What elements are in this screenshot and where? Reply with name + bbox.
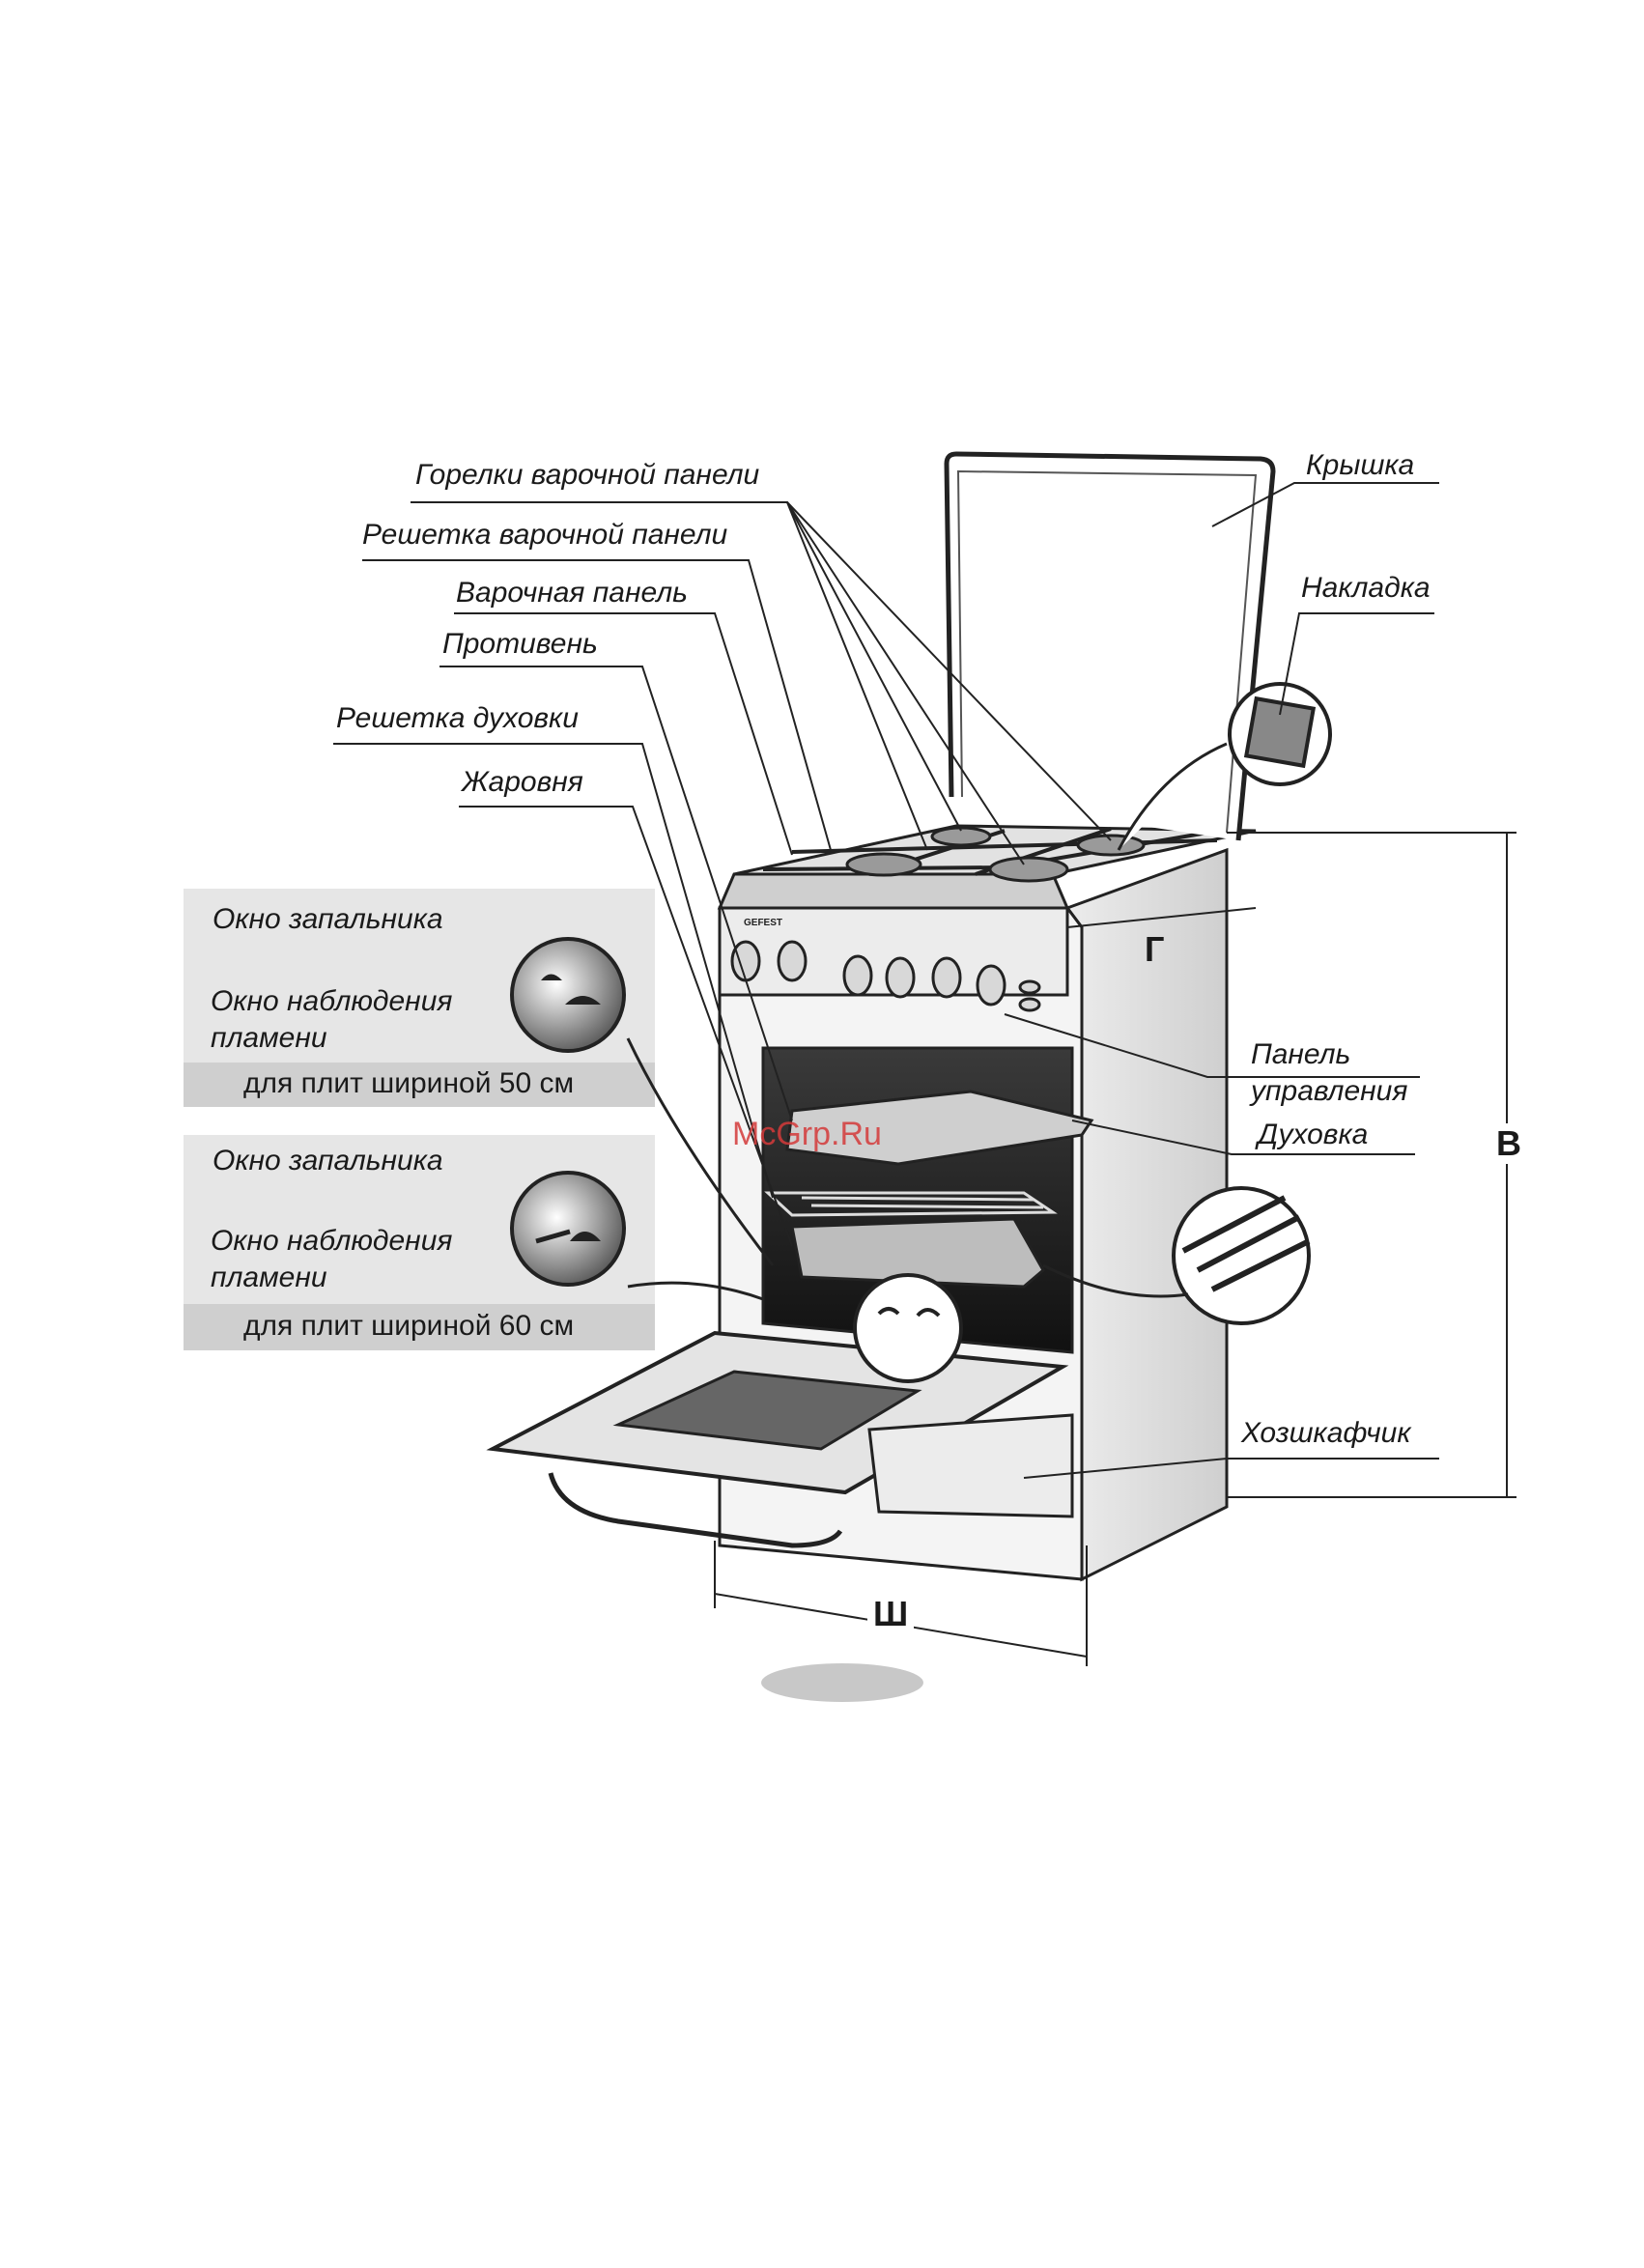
label-roasting-pan: Жаровня: [462, 766, 583, 800]
rack-magnifier: [1174, 1188, 1309, 1323]
label-cover-plate: Накладка: [1301, 572, 1431, 606]
inset-60-flame-2: пламени: [211, 1262, 327, 1295]
inset-60-flame-1: Окно наблюдения: [211, 1225, 452, 1259]
label-hob-grate: Решетка варочной панели: [362, 519, 727, 553]
inset-60-caption: для плит шириной 60 см: [243, 1310, 574, 1343]
inset-60-igniter: Окно запальника: [213, 1145, 443, 1178]
inset-60-circle: [512, 1173, 624, 1285]
inset-50-flame-2: пламени: [211, 1022, 327, 1056]
dimension-depth: Г: [1145, 929, 1164, 970]
label-baking-tray: Противень: [442, 628, 598, 662]
inset-50-circle: [512, 939, 624, 1051]
label-hob: Варочная панель: [456, 577, 688, 610]
label-oven-rack: Решетка духовки: [336, 702, 579, 736]
label-burners: Горелки варочной панели: [415, 459, 759, 493]
oven-bottom-magnifier: [855, 1275, 961, 1381]
label-oven: Духовка: [1258, 1119, 1368, 1152]
brand-logo: GEFEST: [744, 918, 782, 928]
label-lid: Крышка: [1306, 449, 1414, 483]
dimension-height: В: [1492, 1123, 1525, 1164]
drawer: [869, 1415, 1072, 1517]
label-drawer: Хозшкафчик: [1241, 1417, 1411, 1451]
dimension-width: Ш: [867, 1594, 914, 1634]
lid: [947, 454, 1273, 840]
floor-shadow: [761, 1663, 923, 1702]
watermark: McGrp.Ru: [732, 1116, 882, 1153]
label-control-panel-2: управления: [1251, 1075, 1407, 1109]
inset-50-caption: для плит шириной 50 см: [243, 1067, 574, 1100]
inset-50-igniter: Окно запальника: [213, 903, 443, 937]
inset-50-flame-1: Окно наблюдения: [211, 985, 452, 1019]
label-control-panel-1: Панель: [1251, 1038, 1350, 1072]
